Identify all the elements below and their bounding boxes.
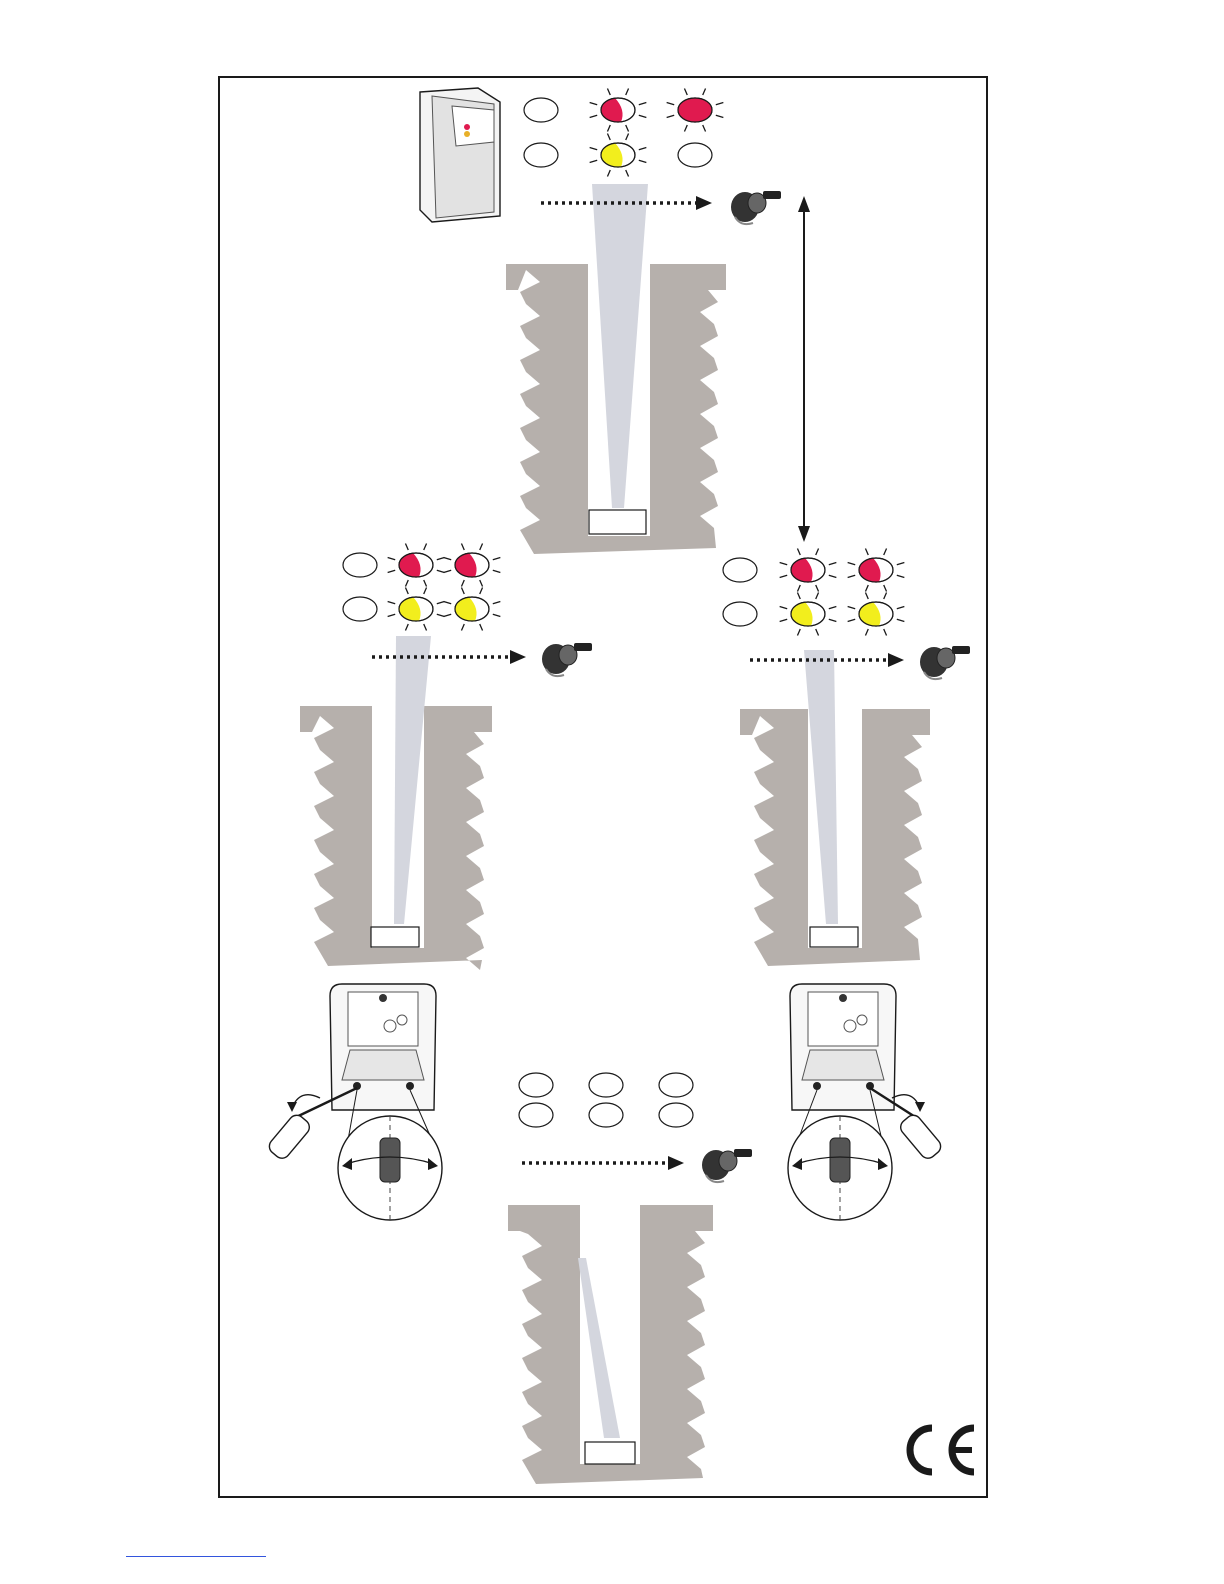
footer-link-underline xyxy=(126,1556,266,1557)
diagram-frame xyxy=(218,76,988,1498)
